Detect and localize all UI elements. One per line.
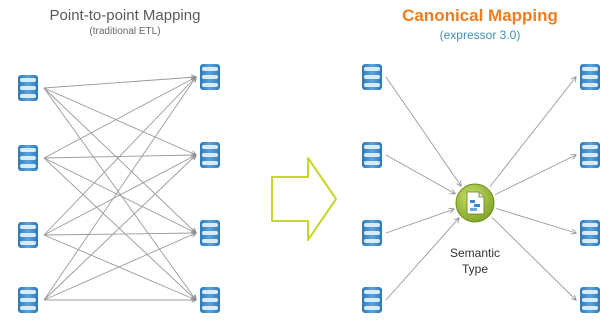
database-icon: [18, 75, 38, 101]
canonical-connections: [385, 76, 576, 301]
mesh-line: [43, 87, 196, 155]
database-icon: [580, 142, 600, 168]
mesh-line: [43, 77, 196, 159]
mesh-line: [43, 234, 196, 300]
point-to-point-subtitle: (traditional ETL): [89, 26, 161, 37]
semantic-type-hub: [455, 183, 495, 223]
database-icon: [200, 64, 220, 90]
mesh-line: [43, 87, 196, 300]
canonical-outbound-line: [489, 77, 576, 188]
database-icon: [580, 64, 600, 90]
database-icon: [362, 142, 382, 168]
database-icon: [18, 145, 38, 171]
semantic-type-label-line1: Semantic: [449, 246, 501, 260]
database-icon: [580, 287, 600, 313]
canonical-inbound-line: [385, 218, 459, 301]
mesh-line: [43, 157, 196, 300]
mesh-line: [43, 233, 196, 301]
database-icon: [362, 287, 382, 313]
mesh-line: [43, 77, 196, 301]
canonical-outbound-line: [496, 208, 576, 233]
database-icon: [362, 64, 382, 90]
canonical-mapping-title: Canonical Mapping: [402, 6, 558, 25]
block-arrow-right: [271, 157, 337, 241]
semantic-type-label: Semantic Type: [425, 245, 525, 277]
database-icon: [200, 287, 220, 313]
mesh-line: [43, 77, 196, 89]
canonical-mapping-subtitle: (expressor 3.0): [439, 28, 521, 42]
database-icon: [580, 220, 600, 246]
mesh-line: [43, 233, 196, 235]
semantic-type-label-line2: Type: [461, 262, 488, 276]
canonical-inbound-line: [385, 154, 455, 194]
mesh-line: [43, 87, 196, 233]
database-icon: [18, 287, 38, 313]
canonical-outbound-line: [495, 155, 576, 195]
point-to-point-title: Point-to-point Mapping: [49, 7, 201, 24]
database-icon: [200, 220, 220, 246]
canonical-inbound-line: [385, 76, 461, 186]
mesh-line: [43, 155, 196, 236]
mesh-line: [43, 77, 196, 236]
database-icon: [18, 222, 38, 248]
database-icon: [362, 220, 382, 246]
point-to-point-connections: [43, 77, 196, 301]
canonical-inbound-line: [385, 209, 454, 234]
mesh-line: [43, 155, 196, 301]
database-icon: [200, 142, 220, 168]
canonical-outbound-line: [491, 216, 576, 300]
document-icon: [466, 191, 485, 215]
